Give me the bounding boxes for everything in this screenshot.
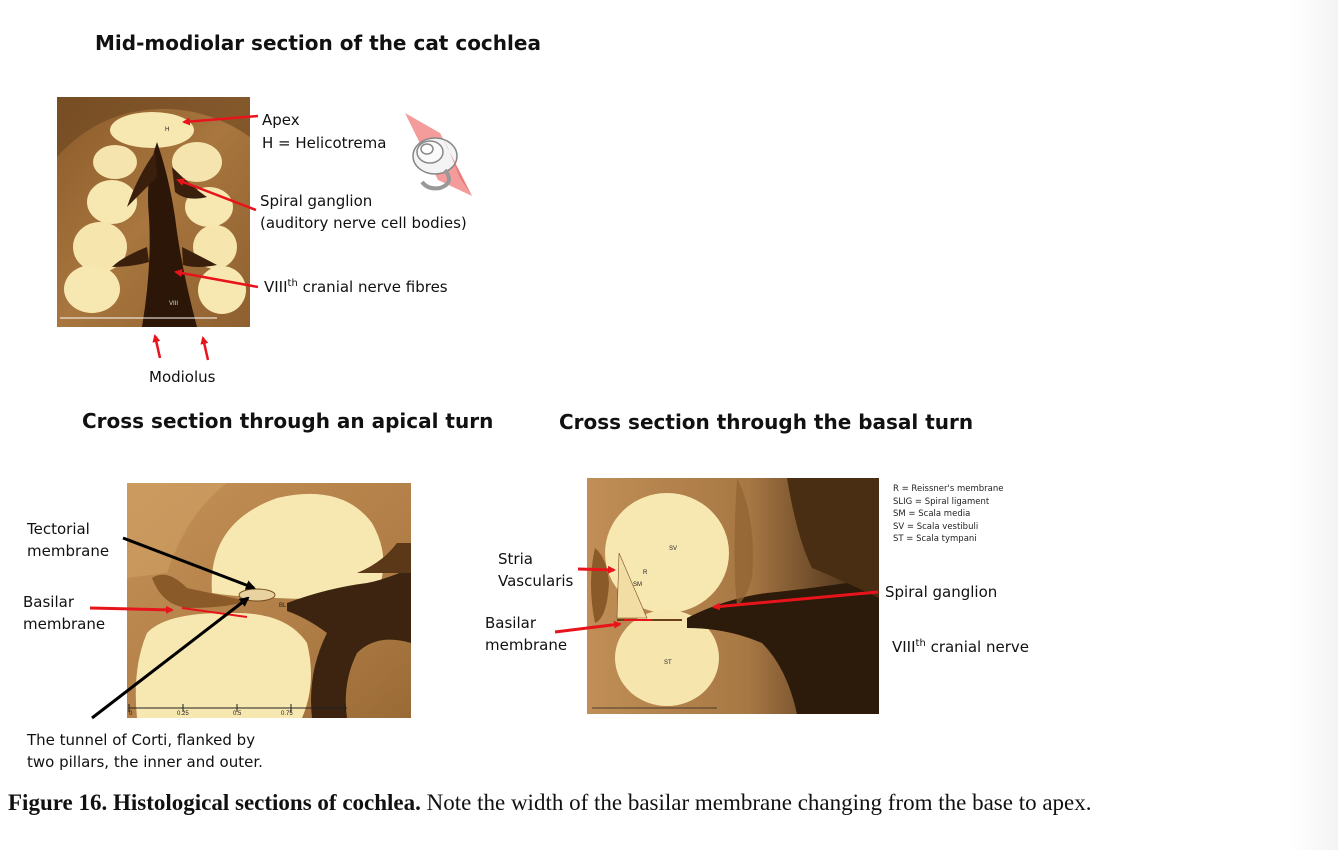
label-basilar-apical-1: Basilar (23, 593, 74, 611)
micro-label-sv: SV (669, 546, 677, 552)
page-edge-shade (1290, 0, 1338, 850)
caption-bold: Figure 16. Histological sections of coch… (8, 790, 421, 815)
legend-item-sv: SV = Scala vestibuli (893, 521, 979, 532)
micro-label-bl: BL (279, 603, 287, 609)
micro-label-viii: VIII (169, 301, 178, 307)
micro-label-r: R (643, 570, 648, 576)
label-tectorial-1: Tectorial (27, 520, 90, 538)
micro-label-st: ST (664, 660, 672, 666)
figure-caption: Figure 16. Histological sections of coch… (8, 790, 1092, 816)
top-panel-title: Mid-modiolar section of the cat cochlea (95, 31, 541, 55)
label-stria-1: Stria (498, 550, 533, 568)
legend-item-reissner: R = Reissner's membrane (893, 484, 1004, 494)
arrow-modiolus-right (200, 336, 210, 361)
label-spiral-ganglion-top: Spiral ganglion (260, 192, 373, 210)
label-modiolus: Modiolus (149, 368, 216, 386)
label-tectorial-2: membrane (27, 542, 110, 560)
label-spiral-ganglion-basal: Spiral ganglion (885, 583, 998, 601)
label-tunnel-of-corti-2: two pillars, the inner and outer. (27, 753, 263, 771)
scale-tick-075: 0.75 (281, 711, 293, 717)
mid-modiolar-section-micrograph: H VIII (57, 97, 250, 327)
label-basilar-basal-1: Basilar (485, 614, 536, 632)
micro-label-sm: SM (633, 582, 642, 588)
label-viii-cranial-nerve: VIIIth cranial nerve (892, 638, 1029, 656)
label-auditory-nerve-cell-bodies: (auditory nerve cell bodies) (260, 214, 467, 232)
micro-label-h: H (165, 127, 169, 133)
basal-legend: R = Reissner's membrane SLIG = Spiral li… (893, 483, 1004, 546)
label-basilar-apical-2: membrane (23, 615, 106, 633)
scale-tick-05: 0.5 (233, 711, 242, 717)
label-stria-2: Vascularis (498, 572, 574, 590)
label-apex: Apex (262, 111, 300, 129)
arrow-modiolus-left (152, 334, 162, 359)
caption-rest: Note the width of the basilar membrane c… (420, 790, 1092, 815)
basal-panel-title: Cross section through the basal turn (559, 410, 974, 434)
apical-turn-micrograph: 0 0.25 0.5 0.75 BL (127, 483, 411, 718)
legend-item-slig: SLIG = Spiral ligament (893, 496, 990, 507)
apical-panel-title: Cross section through an apical turn (82, 409, 494, 433)
label-tunnel-of-corti-1: The tunnel of Corti, flanked by (27, 731, 256, 749)
legend-item-st: ST = Scala tympani (893, 534, 977, 544)
label-viii-nerve-fibres: VIIIth cranial nerve fibres (264, 278, 448, 296)
label-basilar-basal-2: membrane (485, 636, 568, 654)
scale-tick-025: 0.25 (177, 711, 189, 717)
label-helicotrema: H = Helicotrema (262, 134, 387, 152)
legend-item-sm: SM = Scala media (893, 509, 971, 519)
cochlea-plane-icon (405, 113, 472, 196)
basal-turn-micrograph: SV SM ST R (587, 478, 879, 714)
